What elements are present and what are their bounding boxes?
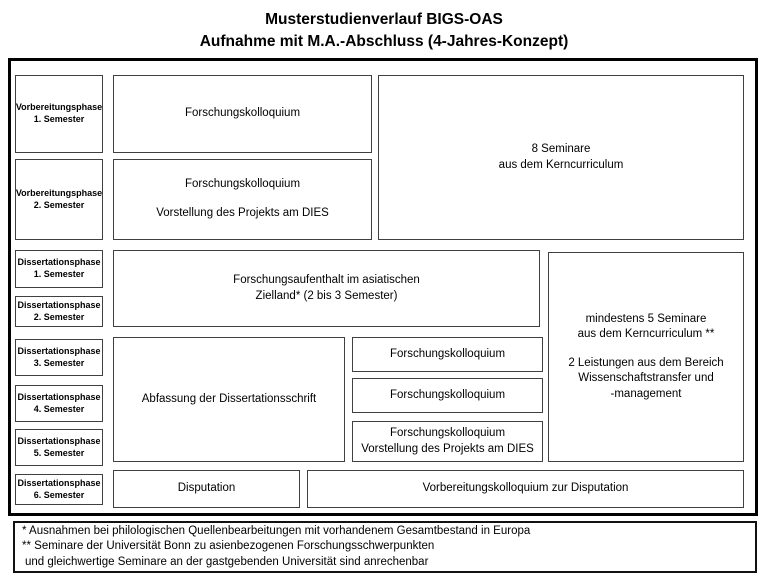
phase-semester: 3. Semester (33, 357, 85, 368)
phase-label-dissertationsphase-6: Dissertationsphase 6. Semester (15, 474, 103, 505)
phase-semester: 1. Semester (33, 269, 85, 279)
cell-forschungskolloquium-3: Forschungskolloquium (352, 337, 543, 372)
cell-forschungskolloquium-2: Forschungskolloquium Vorstellung des Pro… (113, 159, 372, 240)
cell-text: Vorbereitungskolloquium zur Disputation (422, 482, 629, 495)
phase-semester: 6. Semester (33, 489, 85, 500)
cell-disputation: Disputation (113, 470, 300, 508)
cell-text: Zielland* (2 bis 3 Semester) (255, 289, 398, 302)
main-frame-border (8, 58, 758, 516)
title-line-1: Musterstudienverlauf BIGS-OAS (265, 11, 503, 28)
cell-text: 8 Seminare (531, 142, 591, 155)
phase-name: Dissertationsphase (17, 391, 101, 402)
phase-name: Vorbereitungsphase (15, 102, 103, 113)
phase-semester: 2. Semester (33, 199, 85, 210)
cell-text: Forschungskolloquium (389, 388, 506, 401)
cell-text: Disputation (177, 482, 236, 495)
phase-label-dissertationsphase-1: Dissertationsphase 1. Semester (15, 250, 103, 288)
cell-text: mindestens 5 Seminare (585, 312, 707, 325)
cell-vorbereitungskolloquium: Vorbereitungskolloquium zur Disputation (307, 470, 744, 508)
phase-label-vorbereitungsphase-1: Vorbereitungsphase 1. Semester (15, 75, 103, 153)
phase-name: Dissertationsphase (17, 477, 101, 488)
phase-semester: 4. Semester (33, 403, 85, 414)
cell-text: -management (610, 387, 682, 400)
title-line-2: Aufnahme mit M.A.-Abschluss (4-Jahres-Ko… (199, 33, 569, 51)
phase-semester: 1. Semester (33, 114, 85, 124)
phase-name: Dissertationsphase (17, 257, 101, 268)
phase-name: Dissertationsphase (17, 299, 101, 310)
cell-forschungskolloquium-5: Forschungskolloquium Vorstellung des Pro… (352, 421, 543, 462)
phase-label-dissertationsphase-4: Dissertationsphase 4. Semester (15, 385, 103, 422)
cell-text: Forschungskolloquium (184, 178, 301, 191)
cell-text: Forschungsaufenthalt im asiatischen (233, 273, 420, 286)
cell-forschungsaufenthalt: Forschungsaufenthalt im asiatischen Ziel… (113, 250, 540, 327)
phase-name: Dissertationsphase (17, 345, 101, 356)
phase-label-dissertationsphase-5: Dissertationsphase 5. Semester (15, 429, 103, 466)
footnote-line-1: * Ausnahmen bei philologischen Quellenbe… (22, 525, 531, 538)
cell-forschungskolloquium-1: Forschungskolloquium (113, 75, 372, 153)
cell-text: 2 Leistungen aus dem Bereich (568, 356, 724, 369)
phase-label-vorbereitungsphase-2: Vorbereitungsphase 2. Semester (15, 159, 103, 240)
phase-name: Vorbereitungsphase (15, 187, 103, 198)
footnote-line-2: ** Seminare der Universität Bonn zu asie… (22, 540, 435, 553)
cell-forschungskolloquium-4: Forschungskolloquium (352, 378, 543, 413)
cell-text: aus dem Kerncurriculum ** (577, 328, 715, 341)
phase-label-dissertationsphase-2: Dissertationsphase 2. Semester (15, 296, 103, 327)
phase-semester: 2. Semester (33, 311, 85, 322)
cell-mindestens-5-seminare: mindestens 5 Seminare aus dem Kerncurric… (548, 252, 744, 462)
phase-name: Dissertationsphase (17, 435, 101, 446)
footnote-line-3: und gleichwertige Seminare an der gastge… (25, 555, 429, 568)
cell-text: Vorstellung des Projekts am DIES (156, 207, 329, 219)
cell-abfassung-dissertationsschrift: Abfassung der Dissertationsschrift (113, 337, 345, 462)
cell-text: Forschungskolloquium (389, 426, 506, 439)
diagram-title: Musterstudienverlauf BIGS-OAS Aufnahme m… (0, 9, 768, 54)
cell-text: Abfassung der Dissertationsschrift (141, 392, 317, 405)
phase-label-dissertationsphase-3: Dissertationsphase 3. Semester (15, 339, 103, 376)
cell-text: Vorstellung des Projekts am DIES (361, 442, 534, 455)
phase-semester: 5. Semester (33, 447, 85, 458)
cell-text: Forschungskolloquium (389, 347, 506, 360)
cell-8-seminare: 8 Seminare aus dem Kerncurriculum (378, 75, 744, 240)
cell-text: Forschungskolloquium (184, 107, 301, 120)
cell-text: Wissenschaftstransfer und (578, 372, 714, 385)
footnotes-box: * Ausnahmen bei philologischen Quellenbe… (13, 521, 757, 573)
cell-text: aus dem Kerncurriculum (498, 158, 624, 171)
